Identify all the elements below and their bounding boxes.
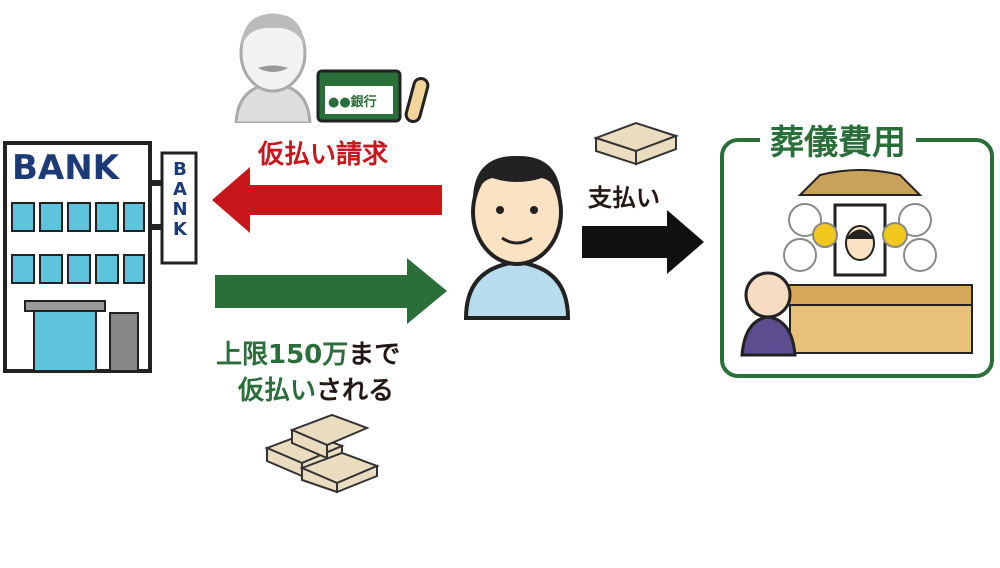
money-stacks-icon <box>264 413 380 493</box>
money-stack-icon <box>592 121 680 166</box>
advance-main: 仮払い <box>238 376 317 406</box>
passbook-label: ●●銀行 <box>328 95 377 110</box>
limit-suffix: まで <box>348 340 401 370</box>
bank-vertical-sign: BANK <box>172 159 188 240</box>
advance-label: 仮払いされる <box>238 370 394 407</box>
request-arrow-icon <box>212 167 442 233</box>
payment-label: 支払い <box>588 184 660 212</box>
limit-label: 上限150万まで <box>216 334 400 371</box>
person-icon <box>463 155 571 320</box>
bank-building-icon <box>3 141 198 373</box>
funeral-title: 葬儀費用 <box>760 115 916 164</box>
funeral-altar-icon <box>740 169 973 357</box>
advance-suffix: される <box>316 376 395 406</box>
bank-sign: BANK <box>12 148 120 188</box>
advance-arrow-icon <box>215 258 447 324</box>
payment-arrow-icon <box>582 210 704 274</box>
request-label: 仮払い請求 <box>258 140 389 170</box>
limit-amount: 上限150万 <box>216 340 349 370</box>
passbook-icon <box>316 69 430 123</box>
elderly-man-icon <box>234 13 312 123</box>
